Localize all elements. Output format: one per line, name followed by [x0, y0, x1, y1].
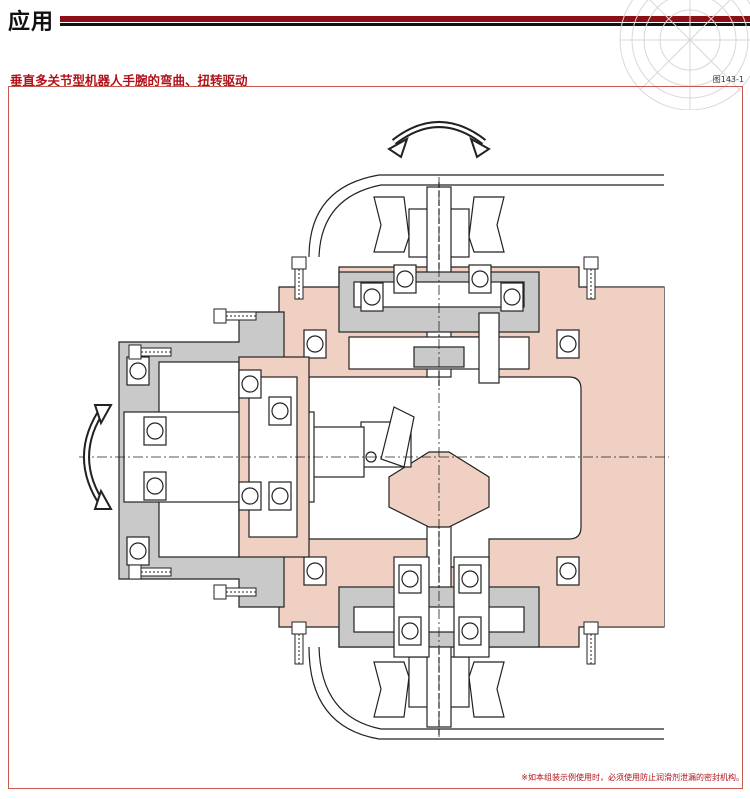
decorative-gear-pattern: [619, 0, 750, 110]
top-rotation-arrow-icon: [387, 121, 491, 159]
figure-subtitle: 垂直多关节型机器人手腕的弯曲、扭转驱动: [10, 73, 248, 88]
footnote: ※如本组装示例使用时，必须使用防止润滑剂泄漏的密封机构。: [521, 773, 744, 782]
figure-frame: [8, 86, 743, 789]
left-rotation-arrow-icon: [83, 404, 113, 510]
outer-covers: [308, 174, 664, 740]
robot-wrist-cross-section-diagram: [79, 121, 669, 740]
figure-number: 图143-1: [712, 75, 744, 84]
center-lines: [79, 177, 669, 737]
header-bar-underline: [60, 23, 750, 26]
page-title: 应用: [8, 10, 55, 35]
header-bar: [60, 16, 750, 22]
